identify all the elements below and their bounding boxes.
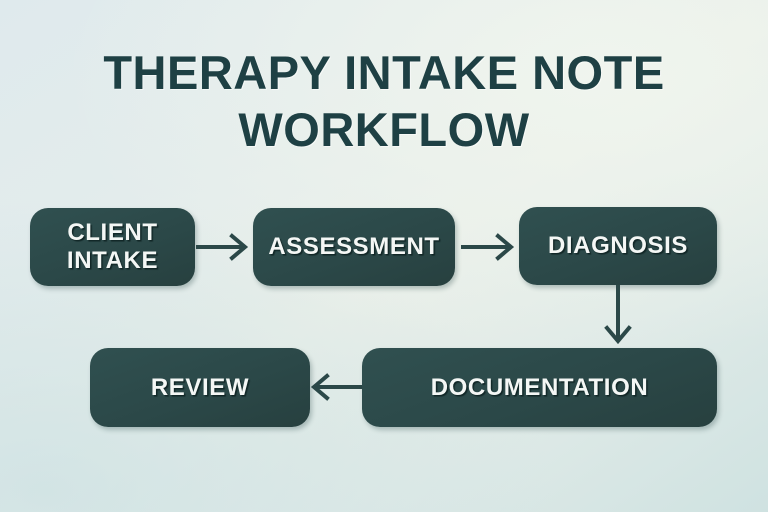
node-label-review: REVIEW [150,373,250,401]
arrow-documentation-to-review [310,372,364,402]
node-label-client-intake: CLIENT INTAKE [66,219,159,274]
arrow-client-intake-to-assessment [196,232,253,262]
node-label-documentation: DOCUMENTATION [430,373,649,401]
arrow-assessment-to-diagnosis [461,232,519,262]
node-diagnosis[interactable]: DIAGNOSIS [519,207,717,285]
node-assessment[interactable]: ASSESSMENT [253,208,455,286]
node-review[interactable]: REVIEW [90,348,310,427]
page-title: THERAPY INTAKE NOTE WORKFLOW [103,46,665,156]
node-label-assessment: ASSESSMENT [268,233,440,260]
node-client-intake[interactable]: CLIENT INTAKE [30,208,195,286]
node-label-diagnosis: DIAGNOSIS [547,232,689,259]
arrow-diagnosis-to-documentation [602,285,634,349]
node-documentation[interactable]: DOCUMENTATION [362,348,717,427]
